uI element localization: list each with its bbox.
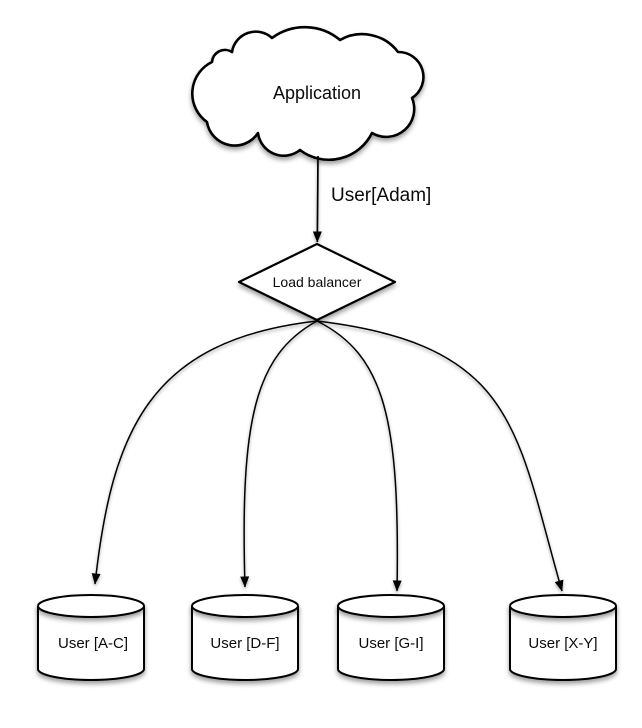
arrow-lb-to-shard-2 [240,320,318,588]
database-cylinder-icon [509,606,617,681]
shard-3-label: User [G-I] [358,635,423,652]
database-cylinder-top-icon [37,594,145,618]
database-cylinder-top-icon [191,594,299,618]
database-cylinder-icon [191,606,299,681]
database-cylinder-icon [337,606,445,681]
database-cylinder-icon [37,606,145,681]
edge-app-to-lb-label: User[Adam] [331,185,431,206]
edge-app-to-lb: User[Adam] [312,155,431,243]
application-label: Application [273,83,361,103]
load-balancer-label: Load balancer [273,274,362,290]
database-cylinder-top-icon [509,594,617,618]
shard-2-label: User [D-F] [210,635,279,652]
diamond-icon [237,242,397,322]
node-shard-3: User [G-I] [337,594,445,681]
arrow-app-to-lb [312,155,322,243]
arrow-lb-to-shard-1 [91,320,318,585]
node-shard-1: User [A-C] [37,594,145,681]
node-shard-4: User [X-Y] [509,594,617,681]
node-shard-2: User [D-F] [191,594,299,681]
shard-4-label: User [X-Y] [528,635,597,652]
cloud-icon [190,25,425,161]
arrow-lb-to-shard-4 [316,320,564,592]
node-application: Application [190,25,425,161]
shard-1-label: User [A-C] [58,635,128,652]
node-load-balancer: Load balancer [237,242,397,322]
edges-lb-to-shards [91,320,564,592]
database-cylinder-top-icon [337,594,445,618]
arrow-lb-to-shard-3 [316,320,402,592]
